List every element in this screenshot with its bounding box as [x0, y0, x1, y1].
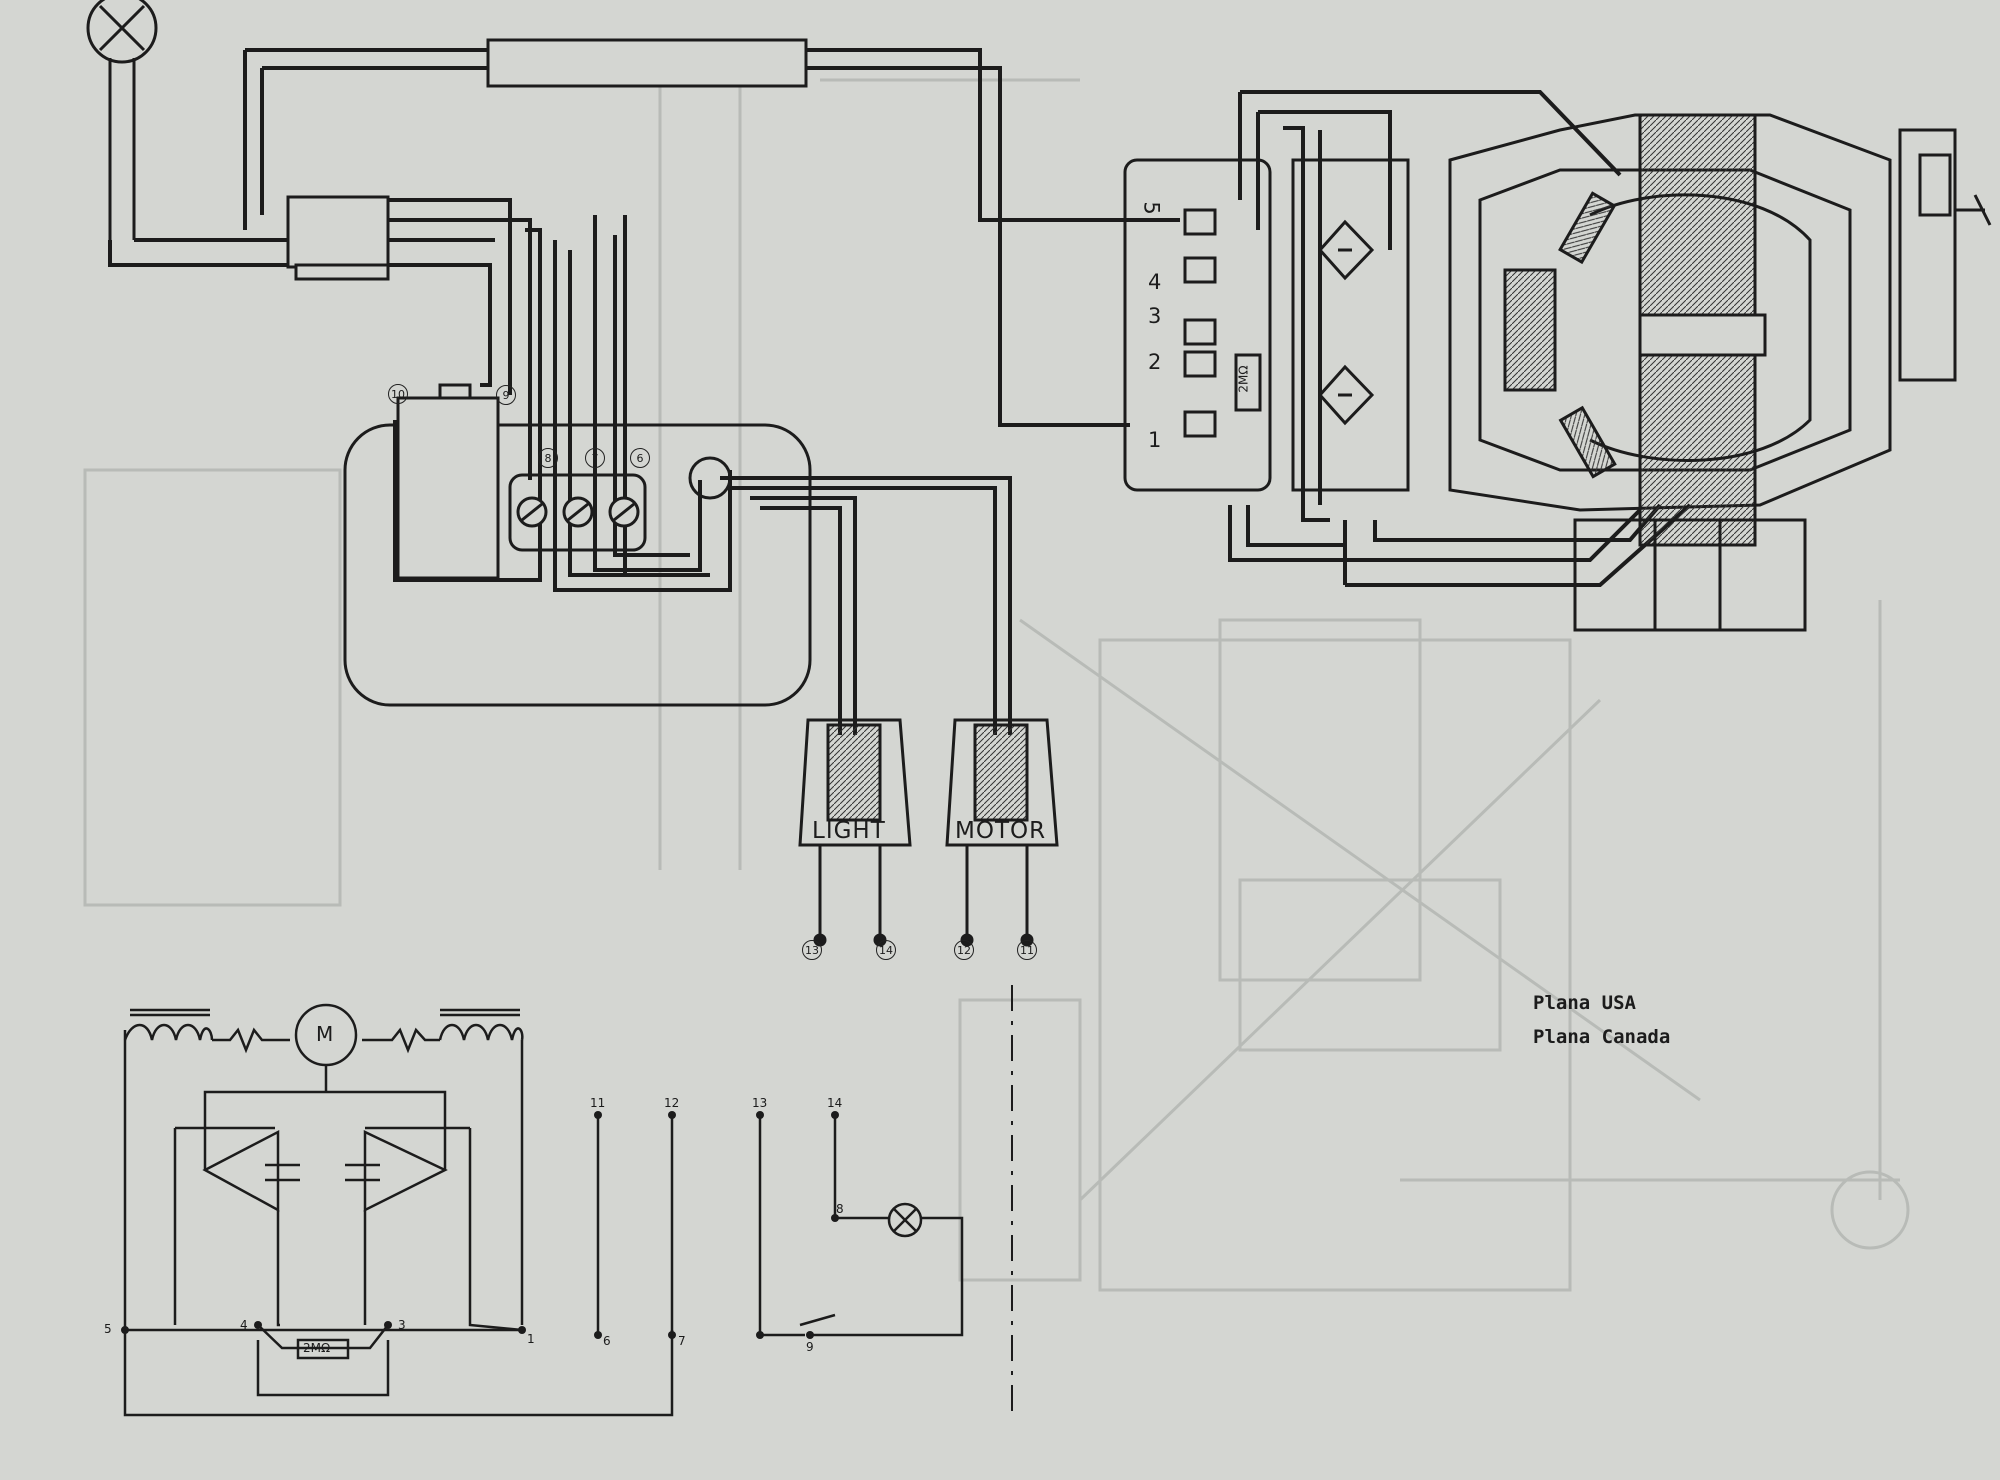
bridge-rectifier-block	[1291, 158, 1410, 492]
terminal-6: 6	[630, 448, 650, 468]
motor-terminal-2: 2	[1148, 350, 1162, 374]
node-label-12: 12	[664, 1096, 680, 1110]
switch-housing	[343, 383, 812, 707]
terminal-9: 9	[496, 385, 516, 405]
node-label-9: 9	[806, 1340, 814, 1354]
motor-terminal-1: 1	[1148, 428, 1162, 452]
motor-terminal-4: 4	[1148, 270, 1162, 294]
node-label-3: 3	[398, 1318, 406, 1332]
node-label-8: 8	[836, 1202, 844, 1216]
node-label-4: 4	[240, 1318, 248, 1332]
schematic-nodes	[121, 1111, 839, 1339]
lamp-top-left	[86, 0, 158, 240]
motor-terminal-5: 5	[1139, 201, 1164, 215]
motor-assembly	[1448, 113, 1992, 632]
node-label-11: 11	[590, 1096, 606, 1110]
motor-symbol: M	[316, 1022, 334, 1046]
node-label-6: 6	[603, 1334, 611, 1348]
node-label-5: 5	[104, 1322, 112, 1336]
node-label-1: 1	[527, 1332, 535, 1346]
terminal-screws	[516, 496, 640, 528]
motor-terminal-3: 3	[1148, 304, 1162, 328]
plug-light	[798, 718, 912, 947]
pin-label-11: 11	[1017, 940, 1037, 960]
terminal-8: 8	[538, 448, 558, 468]
node-label-7: 7	[678, 1334, 686, 1348]
motor-resistor-label: 2MΩ	[1236, 365, 1251, 393]
pin-label-12: 12	[954, 940, 974, 960]
plug-motor-label: MOTOR	[955, 818, 1047, 844]
pin-label-13: 13	[802, 940, 822, 960]
pin-label-14: 14	[876, 940, 896, 960]
motor-terminal-board	[1123, 158, 1272, 492]
plug-light-label: LIGHT	[812, 818, 886, 844]
wiring-harness	[108, 48, 1692, 735]
terminal-7: 7	[585, 448, 605, 468]
terminal-10: 10	[388, 384, 408, 404]
background-ghost-print	[83, 40, 1910, 1292]
note-plana-usa: Plana USA	[1533, 992, 1636, 1014]
node-label-14: 14	[827, 1096, 843, 1110]
schematic-resistor-label: 2MΩ	[303, 1341, 331, 1355]
node-label-13: 13	[752, 1096, 768, 1110]
plug-motor	[945, 718, 1059, 947]
cable-sleeves	[286, 38, 808, 281]
note-plana-canada: Plana Canada	[1533, 1026, 1671, 1048]
